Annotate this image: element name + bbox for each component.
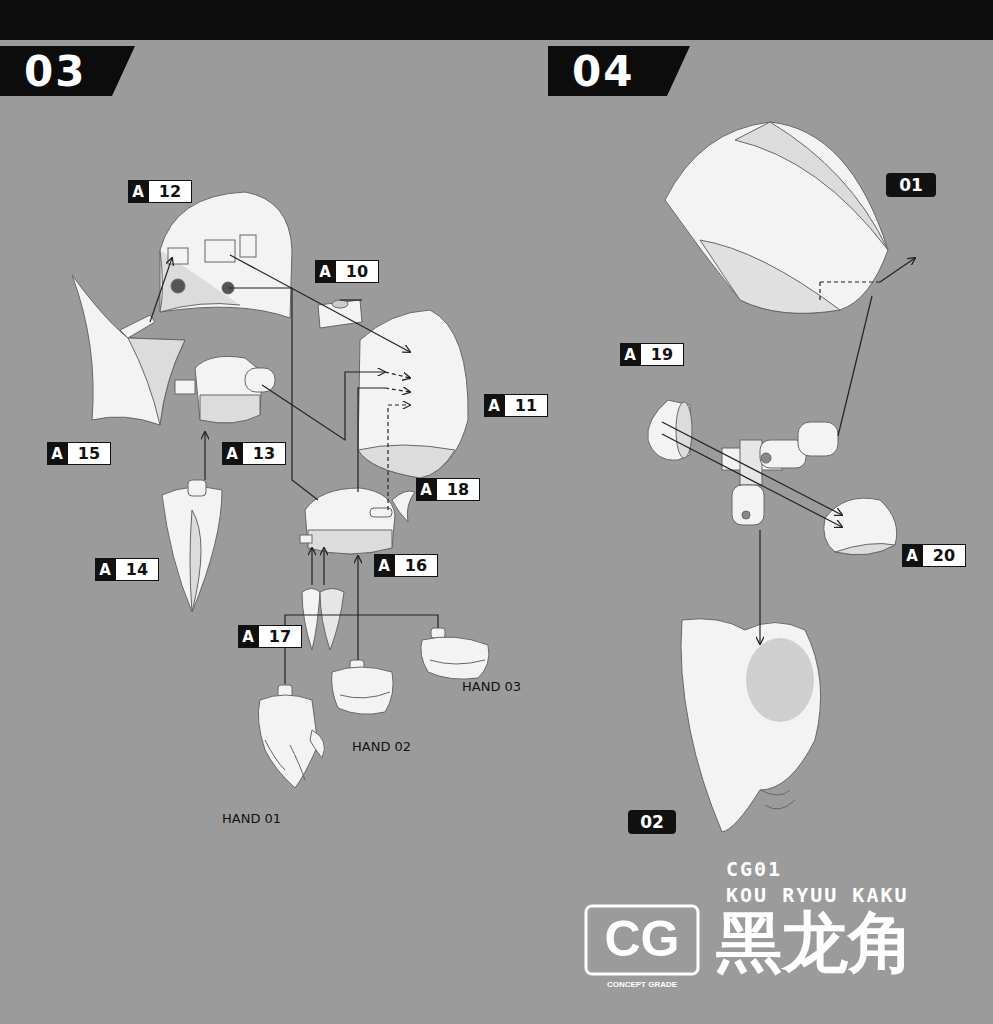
part-letter: A: [238, 625, 258, 648]
logo-subtitle: CONCEPT GRADE: [582, 978, 702, 990]
part-letter: A: [620, 343, 640, 366]
part-letter: A: [222, 442, 242, 465]
part-number: 17: [258, 625, 302, 648]
part-number: 10: [335, 260, 379, 283]
part-letter: A: [95, 558, 115, 581]
part-callout: 02: [628, 810, 676, 834]
part-number: 16: [394, 554, 438, 577]
part-letter: A: [484, 394, 504, 417]
model-code: CG01: [726, 856, 782, 882]
step-number: 03: [0, 46, 130, 96]
top-bar: [0, 0, 993, 40]
part-number: 12: [148, 180, 192, 203]
part-number: 11: [504, 394, 548, 417]
part-number: 13: [242, 442, 286, 465]
parts-step-03: [72, 192, 489, 788]
hand-label: HAND 03: [462, 676, 521, 696]
logo-frame: [586, 906, 698, 974]
step-band: [0, 46, 135, 96]
part-letter: A: [47, 442, 67, 465]
part-letter: A: [374, 554, 394, 577]
part-number: 20: [922, 544, 966, 567]
part-letter: A: [128, 180, 148, 203]
part-letter: A: [902, 544, 922, 567]
part-number: 18: [436, 478, 480, 501]
part-letter: A: [315, 260, 335, 283]
hand-label: HAND 02: [352, 736, 411, 756]
part-number: 15: [67, 442, 111, 465]
step-number: 04: [548, 46, 688, 96]
part-letter: A: [416, 478, 436, 501]
part-callout: 01: [886, 173, 936, 197]
model-name-cjk: 黑龙角: [716, 900, 914, 986]
parts-step-04: [648, 122, 897, 832]
step-band: [548, 46, 690, 96]
leader-lines: [150, 255, 915, 684]
part-number: 14: [115, 558, 159, 581]
part-number: 19: [640, 343, 684, 366]
logo-text: CG: [586, 908, 698, 970]
hand-label: HAND 01: [222, 808, 281, 828]
